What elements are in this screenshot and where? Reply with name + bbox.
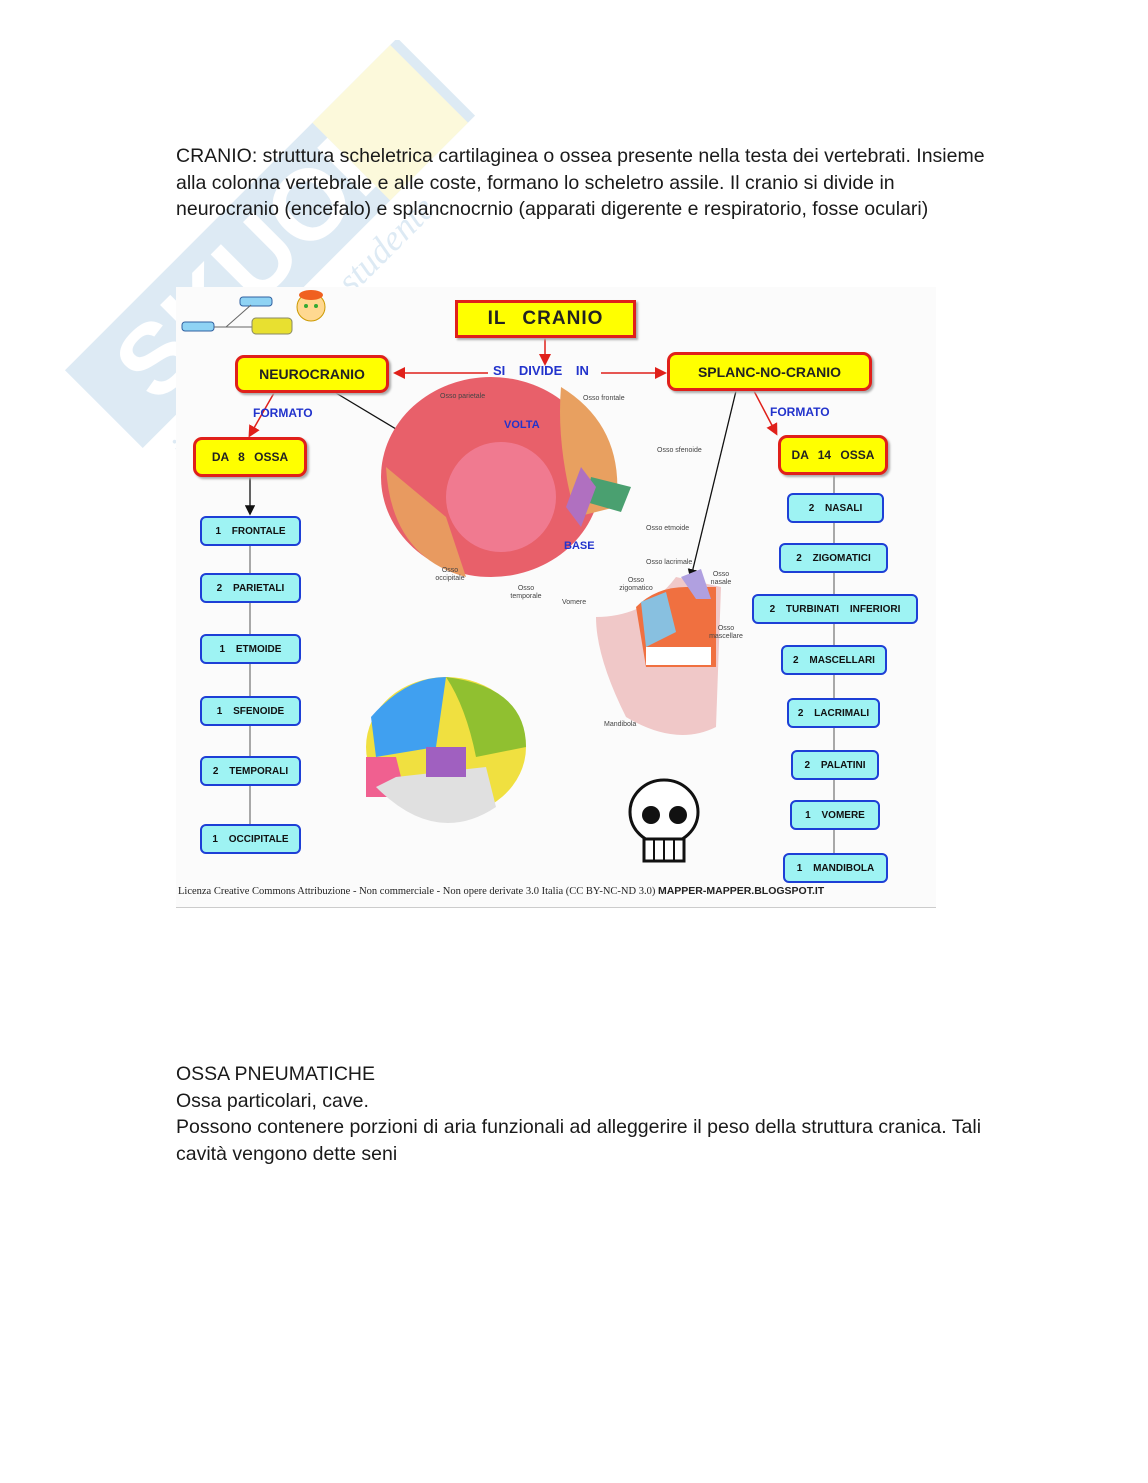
skull-colored-lateral-illustration — [366, 677, 526, 823]
splanc-bone-box: 1 VOMERE — [790, 800, 880, 830]
section-heading: OSSA PNEUMATICHE — [176, 1063, 376, 1085]
neuro-bone-box: 1 ETMOIDE — [200, 634, 301, 664]
neuro-count-box: DA 8 OSSA — [193, 437, 307, 477]
skull-label: Osso mascellare — [709, 625, 743, 640]
divides-label: SI DIVIDE IN — [493, 363, 589, 378]
skull-label: Osso sfenoide — [657, 447, 702, 454]
skull-label: Osso nasale — [710, 571, 732, 586]
license-footer: Licenza Creative Commons Attribuzione - … — [178, 885, 824, 897]
splanc-bone-box: 2 PALATINI — [791, 750, 879, 780]
splanc-bone-box: 2 TURBINATI INFERIORI — [752, 594, 918, 624]
skull-label: Mandibola — [604, 721, 637, 728]
skull-label: Vomere — [562, 599, 587, 606]
neuro-bone-box: 1 FRONTALE — [200, 516, 301, 546]
splanc-bone-box: 2 NASALI — [787, 493, 884, 523]
splancnocranio-box: SPLANC-NO-CRANIO — [667, 352, 872, 391]
mapper-logo — [181, 290, 326, 335]
cranio-concept-map: IL CRANIO SI DIVIDE IN NEUROCRANIO SPLAN… — [176, 287, 936, 908]
splanc-count-box: DA 14 OSSA — [778, 435, 888, 475]
skull-label: Osso parietale — [440, 393, 486, 400]
cartoon-skull-icon — [628, 778, 700, 863]
skull-label: Osso zigomatico — [619, 577, 653, 592]
skull-label: Osso etmoide — [646, 525, 690, 532]
skull-label: Osso occipitale — [435, 567, 465, 582]
splanc-bone-box: 2 MASCELLARI — [781, 645, 887, 675]
splanc-bone-box: 2 ZIGOMATICI — [779, 543, 888, 573]
title-box-il-cranio: IL CRANIO — [455, 300, 636, 338]
section-line: Possono contenere porzioni di aria funzi… — [176, 1116, 982, 1165]
facial-skeleton-illustration — [596, 569, 721, 735]
license-text: Licenza Creative Commons Attribuzione - … — [178, 886, 656, 897]
skull-label: Osso temporale — [510, 585, 542, 600]
neuro-bone-box: 2 TEMPORALI — [200, 756, 301, 786]
skull-label: Osso frontale — [583, 395, 625, 402]
section-line: Ossa particolari, cave. — [176, 1089, 369, 1112]
splanc-bone-box: 1 MANDIBOLA — [783, 853, 888, 883]
formato-left-label: FORMATO — [253, 406, 313, 420]
neuro-bone-box: 2 PARIETALI — [200, 573, 301, 603]
neuro-bone-box: 1 OCCIPITALE — [200, 824, 301, 854]
connector-lines — [181, 290, 835, 863]
volta-label: VOLTA — [504, 419, 540, 431]
skull-lateral-illustration — [381, 377, 631, 577]
base-label: BASE — [564, 540, 595, 552]
site-link[interactable]: MAPPER-MAPPER.BLOGSPOT.IT — [657, 885, 825, 897]
intro-paragraph: CRANIO: struttura scheletrica cartilagin… — [176, 145, 985, 220]
skull-label: Osso lacrimale — [646, 559, 693, 566]
neurocranio-box: NEUROCRANIO — [235, 355, 389, 393]
section-ossa-pneumatiche: OSSA PNEUMATICHE Ossa particolari, cave.… — [176, 1061, 996, 1167]
formato-right-label: FORMATO — [770, 405, 830, 419]
neuro-bone-box: 1 SFENOIDE — [200, 696, 301, 726]
splanc-bone-box: 2 LACRIMALI — [787, 698, 880, 728]
